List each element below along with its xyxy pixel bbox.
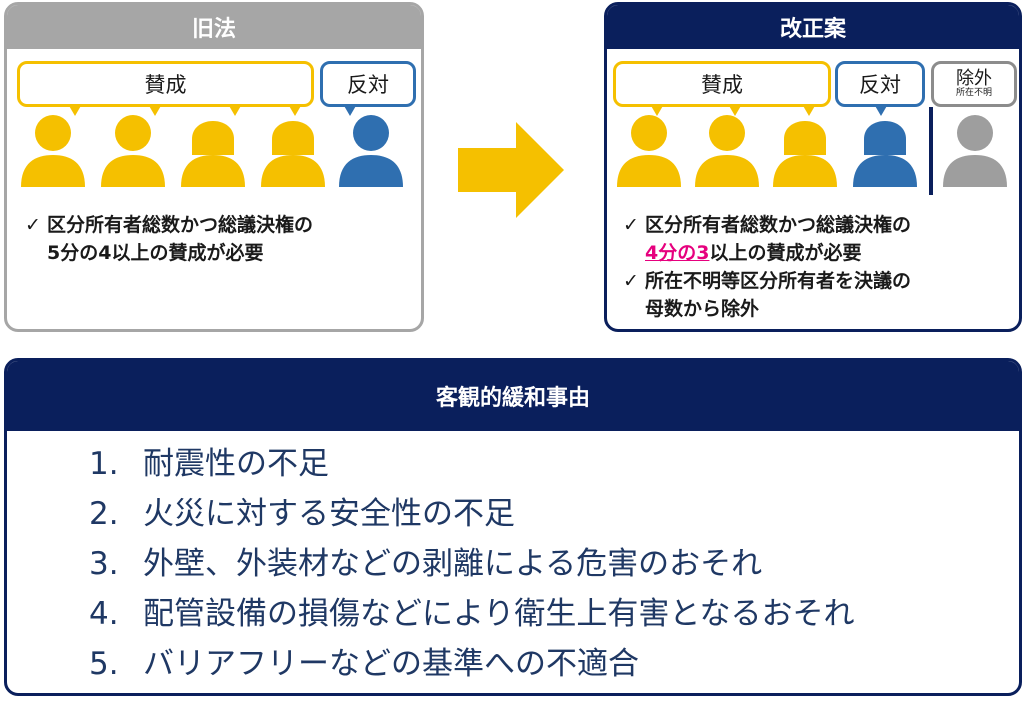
requirement-line: 区分所有者総数かつ総議決権の <box>645 214 912 236</box>
approve-bubble: 賛成 <box>17 61 314 116</box>
approve-bubble: 賛成 <box>613 61 831 116</box>
old-law-title: 旧法 <box>7 5 421 49</box>
person-icon <box>615 111 683 187</box>
item-number: 4. <box>89 596 119 632</box>
requirement-line: 区分所有者総数かつ総議決権の <box>47 214 314 236</box>
person-icon <box>179 111 247 187</box>
check-icon: ✓ <box>623 214 639 236</box>
list-item: 5. バリアフリーなどの基準への不適合 <box>89 639 854 689</box>
approve-label: 賛成 <box>144 73 187 97</box>
criteria-panel: 客観的緩和事由 1. 耐震性の不足 2. 火災に対する安全性の不足 3. 外壁、外装材… <box>4 358 1022 696</box>
check-icon: ✓ <box>623 270 639 292</box>
item-number: 3. <box>89 546 119 582</box>
person-icon <box>941 111 1009 187</box>
requirement-item: ✓ 区分所有者総数かつ総議決権の 5分の4以上の賛成が必要 <box>25 211 313 267</box>
list-item: 1. 耐震性の不足 <box>89 439 854 489</box>
check-icon: ✓ <box>25 214 41 236</box>
person-icon <box>851 111 919 187</box>
reform-panel: 改正案 賛成 反対 除外 所在不明 ✓ 区分所有者総数かつ総議決権の 4分の3以… <box>604 2 1022 332</box>
person-icon <box>771 111 839 187</box>
highlight-fraction: 4分の3 <box>645 242 710 264</box>
reform-requirements: ✓ 区分所有者総数かつ総議決権の 4分の3以上の賛成が必要 ✓ 所在不明等区分所… <box>623 211 911 323</box>
list-item: 3. 外壁、外装材などの剥離による危害のおそれ <box>89 539 854 589</box>
reform-title: 改正案 <box>607 5 1019 49</box>
person-icon <box>99 111 167 187</box>
criteria-list: 1. 耐震性の不足 2. 火災に対する安全性の不足 3. 外壁、外装材などの剥離による… <box>89 439 854 689</box>
list-item: 4. 配管設備の損傷などにより衛生上有害となるおそれ <box>89 589 854 639</box>
criteria-title: 客観的緩和事由 <box>7 361 1019 431</box>
requirement-item: ✓ 区分所有者総数かつ総議決権の 4分の3以上の賛成が必要 <box>623 211 911 267</box>
list-item: 2. 火災に対する安全性の不足 <box>89 489 854 539</box>
old-law-panel: 旧法 賛成 反対 ✓ 区分所有者総数かつ総議決権の 5分の4以上の賛成が必要 <box>4 2 424 332</box>
approve-label: 賛成 <box>701 73 743 97</box>
exclude-bubble: 除外 所在不明 <box>931 61 1017 107</box>
item-text: 外壁、外装材などの剥離による危害のおそれ <box>143 546 763 582</box>
requirement-line: 母数から除外 <box>645 298 760 320</box>
requirement-item: ✓ 所在不明等区分所有者を決議の 母数から除外 <box>623 267 911 323</box>
person-icon <box>259 111 327 187</box>
item-number: 2. <box>89 496 119 532</box>
oppose-label: 反対 <box>347 73 389 97</box>
item-text: 火災に対する安全性の不足 <box>143 496 515 532</box>
old-law-requirements: ✓ 区分所有者総数かつ総議決権の 5分の4以上の賛成が必要 <box>25 211 313 267</box>
requirement-line: 所在不明等区分所有者を決議の <box>645 270 912 292</box>
item-number: 5. <box>89 646 119 682</box>
exclude-sublabel: 所在不明 <box>955 87 992 98</box>
exclude-label: 除外 <box>956 67 992 89</box>
right-arrow-icon <box>458 122 564 218</box>
item-text: バリアフリーなどの基準への不適合 <box>143 646 639 682</box>
exclusion-divider <box>929 107 933 195</box>
item-number: 1. <box>89 446 119 482</box>
oppose-bubble: 反対 <box>320 61 416 116</box>
requirement-line: 以上の賛成が必要 <box>709 242 862 264</box>
item-text: 配管設備の損傷などにより衛生上有害となるおそれ <box>143 596 855 632</box>
person-icon <box>19 111 87 187</box>
person-icon <box>693 111 761 187</box>
requirement-line: 5分の4以上の賛成が必要 <box>47 242 264 264</box>
item-text: 耐震性の不足 <box>143 446 329 482</box>
oppose-bubble: 反対 <box>835 61 925 116</box>
person-icon <box>337 111 405 187</box>
oppose-label: 反対 <box>859 73 901 97</box>
